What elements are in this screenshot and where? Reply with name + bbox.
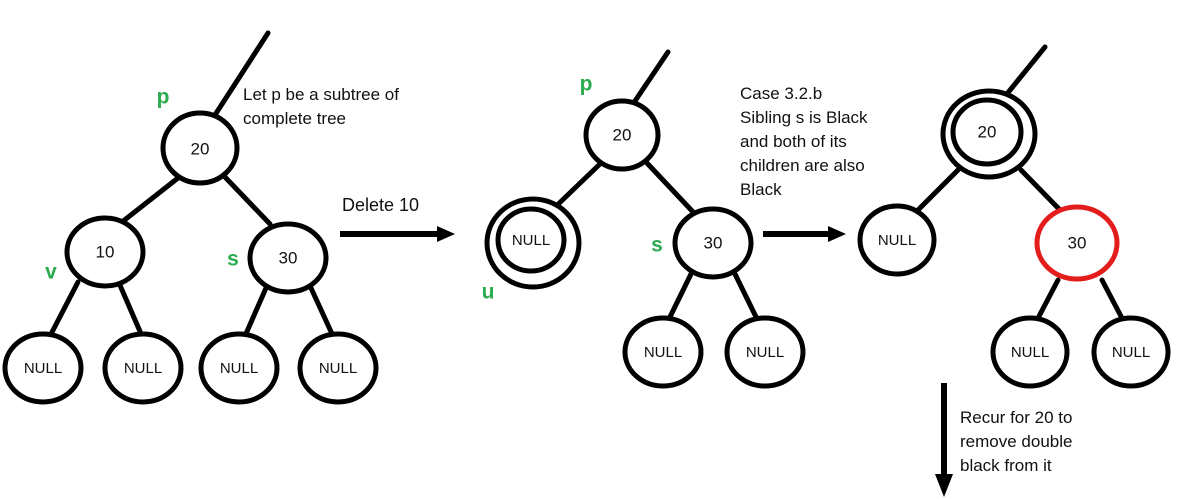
arrow-head-icon xyxy=(935,474,953,497)
node-value: 30 xyxy=(279,248,298,267)
node-value: NULL xyxy=(1011,344,1049,361)
node-null-4-panel1[interactable]: NULL xyxy=(297,331,379,405)
pointer-label-p: p xyxy=(580,73,593,96)
node-value: NULL xyxy=(220,360,258,377)
node-u-double-black[interactable]: NULL xyxy=(484,196,582,290)
node-circle xyxy=(247,221,329,295)
node-value: NULL xyxy=(1112,344,1150,361)
pointer-label-p: p xyxy=(157,86,170,109)
node-null-1-panel2[interactable]: NULL xyxy=(622,315,704,389)
node-value: 10 xyxy=(96,242,115,261)
edge-30-null1 xyxy=(1033,277,1061,325)
node-30-panel1[interactable]: 30 xyxy=(247,221,329,295)
edge-30-null3 xyxy=(242,285,269,339)
edge-20-30 xyxy=(221,173,273,227)
arrow-label-delete-10: Delete 10 xyxy=(342,195,419,215)
annotation-line-1: Case 3.2.b xyxy=(740,84,822,103)
pointer-label-v: v xyxy=(45,261,57,284)
panel-result: 20 NULL 30 NULL NULL xyxy=(857,44,1171,497)
edge-30-null4 xyxy=(308,285,336,339)
node-inner-circle xyxy=(950,97,1024,167)
node-value: NULL xyxy=(746,344,784,361)
node-value: 20 xyxy=(191,139,210,158)
pointer-label-s: s xyxy=(227,248,239,271)
node-circle xyxy=(1091,315,1171,389)
node-20-double-black[interactable]: 20 xyxy=(940,88,1038,180)
edge-20-null xyxy=(915,167,961,213)
edge-parent-stub xyxy=(630,49,671,107)
arrow-case xyxy=(763,226,846,242)
annotation-line-3: and both of its xyxy=(740,132,847,151)
edge-10-null1 xyxy=(47,279,81,339)
node-circle xyxy=(198,331,280,405)
node-value: NULL xyxy=(319,360,357,377)
annotation-line-4: children are also xyxy=(740,156,865,175)
node-null-3-panel1[interactable]: NULL xyxy=(198,331,280,405)
edge-20-30 xyxy=(1018,167,1063,213)
node-null-1-panel1[interactable]: NULL xyxy=(2,331,84,405)
node-10-panel1[interactable]: 10 xyxy=(64,215,146,289)
panel-before: 20 p 10 v 30 s NULL NULL xyxy=(2,30,399,405)
node-value: 30 xyxy=(1068,233,1087,252)
edge-parent-stub xyxy=(999,44,1048,103)
arrow-delete-10: Delete 10 xyxy=(340,195,455,242)
node-20-panel1[interactable]: 20 xyxy=(160,110,240,186)
node-circle xyxy=(64,215,146,289)
node-30-red[interactable]: 30 xyxy=(1034,204,1120,282)
edge-30-null1 xyxy=(665,271,694,324)
node-circle xyxy=(990,315,1070,389)
annotation-line-2: complete tree xyxy=(243,109,346,128)
node-value: 20 xyxy=(613,125,632,144)
node-circle xyxy=(2,331,84,405)
node-inner-circle xyxy=(495,206,567,274)
node-circle xyxy=(583,98,661,172)
node-null-2-panel1[interactable]: NULL xyxy=(102,331,184,405)
node-circle xyxy=(297,331,379,405)
node-circle xyxy=(724,315,806,389)
node-circle xyxy=(1034,204,1120,282)
edge-20-30 xyxy=(643,159,697,216)
node-null-1-panel3[interactable]: NULL xyxy=(990,315,1070,389)
node-circle xyxy=(672,206,754,280)
node-value: 30 xyxy=(704,233,723,252)
annotation-line-3: black from it xyxy=(960,456,1052,475)
node-circle xyxy=(102,331,184,405)
pointer-label-s: s xyxy=(651,234,663,257)
annotation-line-1: Recur for 20 to xyxy=(960,408,1072,427)
arrow-recur xyxy=(935,383,953,497)
node-circle xyxy=(857,203,937,277)
edge-parent-stub xyxy=(210,30,271,121)
arrow-head-icon xyxy=(437,226,455,242)
node-circle xyxy=(622,315,704,389)
pointer-label-u: u xyxy=(482,281,495,304)
node-value: NULL xyxy=(512,232,550,249)
arrow-head-icon xyxy=(828,226,846,242)
node-value: 20 xyxy=(978,122,997,141)
node-value: NULL xyxy=(644,344,682,361)
edge-30-null2 xyxy=(732,271,761,324)
node-value: NULL xyxy=(124,360,162,377)
node-null-left-panel3[interactable]: NULL xyxy=(857,203,937,277)
annotation-line-5: Black xyxy=(740,180,782,199)
node-value: NULL xyxy=(878,232,916,249)
annotation-line-2: Sibling s is Black xyxy=(740,108,868,127)
panel-after-delete: 20 p NULL u 30 s NULL NUL xyxy=(482,49,868,389)
node-30-panel2[interactable]: 30 xyxy=(672,206,754,280)
edge-10-null2 xyxy=(116,280,145,339)
annotation-line-2: remove double xyxy=(960,432,1072,451)
edge-20-10 xyxy=(119,175,181,225)
node-null-2-panel3[interactable]: NULL xyxy=(1091,315,1171,389)
node-null-2-panel2[interactable]: NULL xyxy=(724,315,806,389)
node-value: NULL xyxy=(24,360,62,377)
node-20-panel2[interactable]: 20 xyxy=(583,98,661,172)
edge-30-null2 xyxy=(1099,277,1127,325)
node-circle xyxy=(160,110,240,186)
annotation-line-1: Let p be a subtree of xyxy=(243,85,399,104)
